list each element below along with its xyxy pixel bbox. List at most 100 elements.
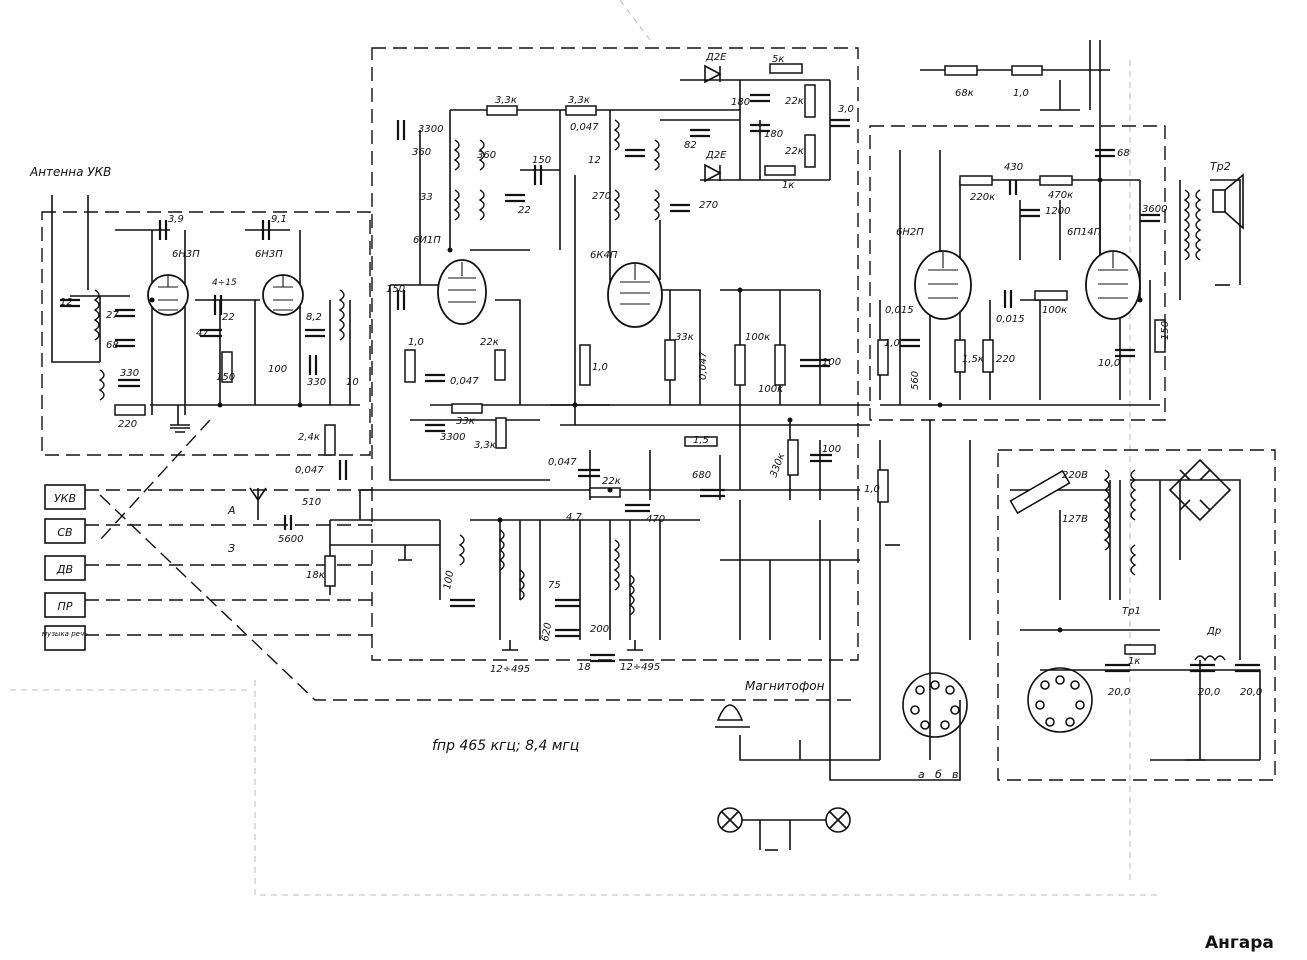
comp-c470: 470 <box>646 514 665 525</box>
comp-c180a: 180 <box>731 97 750 108</box>
diodes <box>704 64 1232 522</box>
resistor-1-5 <box>684 436 718 447</box>
diode-label-2: Д2Е <box>705 150 727 161</box>
comp-r2-4k: 2,4к <box>298 432 320 443</box>
comp-r100ka: 100к <box>745 332 770 343</box>
comp-c12-495b: 12÷495 <box>620 662 660 673</box>
comp-r1-5: 1,5 <box>693 435 709 446</box>
mains-label-220: 220В <box>1062 470 1088 481</box>
comp-r330k: 330к <box>768 452 787 479</box>
resistor-1-0 <box>404 349 416 383</box>
resistor-1k <box>764 165 796 176</box>
diode-label-1: Д2Е <box>705 52 727 63</box>
switch-button-music-speech-label: музыка речь <box>42 630 88 638</box>
tube-6k4p <box>607 262 663 328</box>
comp-r22ka: 22к <box>480 337 499 348</box>
comp-r33kb: 33к <box>675 332 694 343</box>
resistor-150 <box>221 351 233 383</box>
switch-button-pr-label: ПР <box>58 600 73 613</box>
comp-c4-7: 4,7 <box>566 512 583 523</box>
switch-button-dv[interactable]: ДВ <box>44 555 86 581</box>
comp-c330a: 330 <box>120 368 139 379</box>
resistor-33k-b <box>664 339 676 381</box>
transformer-label-tr2: Тр2 <box>1210 160 1231 173</box>
capacitors <box>60 93 1260 673</box>
comp-c3-9: 3,9 <box>168 214 184 225</box>
switch-button-ukv-label: УКВ <box>54 492 76 505</box>
comp-c100d: 100 <box>442 570 456 591</box>
antenna-label: Антенна УКВ <box>29 165 111 179</box>
comp-c100b: 100 <box>822 357 841 368</box>
resistor-22k-b <box>804 84 816 118</box>
comp-c20-0a: 20,0 <box>1108 687 1130 698</box>
resistor-3-3k-a <box>486 105 518 116</box>
comp-c0-015b: 0,015 <box>996 314 1025 325</box>
comp-r3-3kb: 3,3к <box>568 95 590 106</box>
dual-lamp-icon <box>717 807 851 833</box>
comp-r1-0a: 1,0 <box>408 337 424 348</box>
comp-r3-3kc: 3,3к <box>474 440 496 451</box>
input-label-antenna: А <box>227 504 236 517</box>
comp-c360b: 360 <box>477 150 496 161</box>
voltage-selector <box>1009 469 1071 515</box>
comp-c3300a: 3300 <box>418 124 443 135</box>
resistor-150-b <box>1154 319 1166 353</box>
comp-c12a: 12 <box>60 297 73 308</box>
if-frequency-note: fпр 465 кгц; 8,4 мгц <box>432 738 579 754</box>
tape-label: Магнитофон <box>745 679 825 693</box>
resistor-18k <box>324 555 336 587</box>
comp-c8-2: 8,2 <box>306 312 322 323</box>
comp-r68k: 68к <box>955 88 974 99</box>
resistor-22k-c <box>804 134 816 168</box>
comp-r18k: 18к <box>306 570 325 581</box>
tube-6i1p <box>437 259 487 325</box>
comp-r1k: 1к <box>782 180 794 191</box>
comp-c100a: 100 <box>268 364 287 375</box>
comp-c0-015a: 0,015 <box>885 305 914 316</box>
comp-c0-047a: 0,047 <box>295 465 324 476</box>
switch-button-sv[interactable]: СВ <box>44 518 86 544</box>
transformer-label-tr1: Тр1 <box>1122 606 1141 617</box>
comp-r220b: 220 <box>996 354 1015 365</box>
comp-r1-0d: 1,0 <box>884 338 900 349</box>
comp-c560: 560 <box>910 371 921 390</box>
resistor-22k <box>494 349 506 381</box>
resistor-100k-a <box>734 344 746 386</box>
resistor-1-0-c <box>1011 65 1043 76</box>
comp-c200: 200 <box>590 624 609 635</box>
comp-r22kd: 22к <box>602 476 621 487</box>
comp-c150b: 150 <box>386 284 405 295</box>
socket-label-b: б <box>935 768 942 781</box>
tube-label-6n3p-2: 6Н3П <box>255 249 283 260</box>
comp-r1-5k: 1,5к <box>962 354 984 365</box>
comp-c12b: 12 <box>588 155 601 166</box>
comp-c3-0: 3,0 <box>838 104 854 115</box>
comp-c680: 680 <box>692 470 711 481</box>
comp-c47a: 47 <box>196 328 209 339</box>
resistor-100k-c <box>1034 290 1068 301</box>
resistor-5k <box>769 63 803 74</box>
comp-c270b: 270 <box>699 200 718 211</box>
switch-button-pr[interactable]: ПР <box>44 592 86 618</box>
junction-dots <box>149 177 1143 633</box>
comp-r150a: 150 <box>216 372 235 383</box>
comp-c12-495a: 12÷495 <box>490 664 530 675</box>
tube-6n3p-1 <box>147 274 189 316</box>
comp-r430: 430 <box>1004 162 1023 173</box>
resistor-1-0-b <box>579 344 591 386</box>
antenna-icon <box>249 487 267 520</box>
resistor-1k-b <box>1124 644 1156 655</box>
comp-r1-0e: 1,0 <box>864 484 880 495</box>
resistor-220 <box>114 404 146 416</box>
comp-c150a: 150 <box>532 155 551 166</box>
comp-r33ka: 33к <box>456 416 475 427</box>
resistor-220k <box>959 175 993 186</box>
comp-c1200: 1200 <box>1045 206 1070 217</box>
comp-c22a: 22 <box>222 312 235 323</box>
switch-button-ukv[interactable]: УКВ <box>44 484 86 510</box>
tube-6n3p-2 <box>262 274 304 316</box>
comp-r22kc: 22к <box>785 146 804 157</box>
tape-input-icon <box>715 704 750 728</box>
comp-c68: 68 <box>106 340 119 351</box>
switch-button-music-speech[interactable]: музыка речь <box>42 625 88 651</box>
